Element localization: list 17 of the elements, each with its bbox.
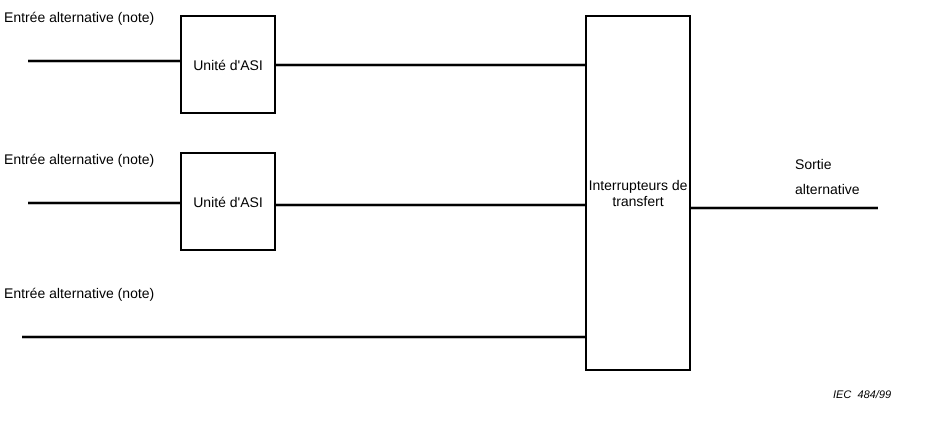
terminal-label: Sortie alternative [795, 155, 861, 199]
figure-reference: IEC 484/99 [833, 389, 892, 401]
connector-line [26, 60, 182, 62]
connector-line [274, 64, 586, 66]
block-box [180, 15, 276, 114]
connector-line [20, 336, 586, 338]
terminal-label: Entrée alternative (note) [4, 8, 156, 27]
connector-line [26, 202, 182, 204]
block-label: Unité d'ASI [193, 194, 263, 210]
terminal-label: Entrée alternative (note) [4, 150, 156, 169]
block-label: Unité d'ASI [193, 56, 263, 72]
connector-line [274, 204, 586, 206]
block-box [180, 152, 276, 251]
block-box [585, 15, 691, 371]
connector-line [690, 206, 880, 210]
terminal-label: Entrée alternative (note) [4, 284, 156, 303]
block-label: Interrupteurs de transfert [588, 177, 688, 209]
